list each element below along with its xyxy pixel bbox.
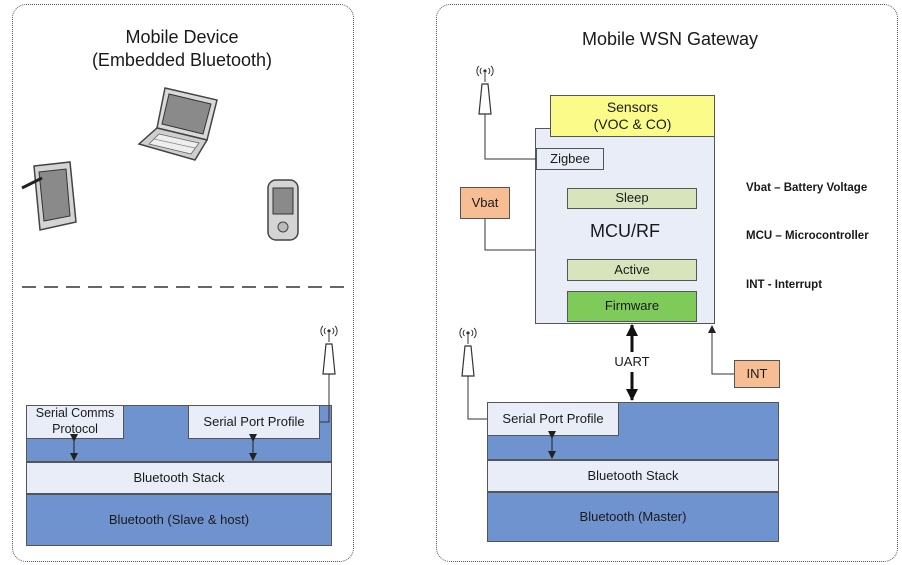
uart-label: UART [604, 354, 660, 369]
legend-mcu: MCU – Microcontroller [746, 230, 869, 243]
mobile-device-title-line2: (Embedded Bluetooth) [91, 49, 273, 70]
right-bluetooth-stack-box: Bluetooth Stack [487, 460, 779, 492]
zigbee-box: Zigbee [536, 148, 604, 170]
mcu-rf-label: MCU/RF [590, 221, 660, 241]
sensors-box: Sensors (VOC & CO) [550, 95, 715, 137]
left-antenna-wire [320, 374, 330, 423]
right-serial-port-profile-box: Serial Port Profile [487, 402, 619, 436]
wsn-gateway-title: Mobile WSN Gateway [581, 29, 759, 49]
tablet-icon [21, 161, 77, 231]
vbat-box: Vbat [460, 187, 510, 219]
left-bluetooth-box: Bluetooth (Slave & host) [26, 494, 332, 546]
int-wire [708, 325, 734, 375]
divider-line [22, 286, 344, 288]
abbreviation-legend: Vbat – Battery Voltage MCU – Microcontro… [746, 148, 869, 309]
sleep-box: Sleep [567, 188, 697, 209]
bluetooth-antenna-wire [467, 376, 487, 420]
pda-icon [267, 179, 299, 241]
vbat-wire [484, 219, 535, 251]
zigbee-antenna-icon [476, 65, 494, 115]
bluetooth-antenna-icon [459, 327, 477, 377]
zigbee-antenna-wire [484, 114, 536, 160]
mobile-device-title: Mobile Device (Embedded Bluetooth) [12, 26, 352, 71]
legend-vbat: Vbat – Battery Voltage [746, 182, 868, 195]
right-bluetooth-box: Bluetooth (Master) [487, 492, 779, 542]
legend-int: INT - Interrupt [746, 278, 823, 291]
left-bluetooth-stack-box: Bluetooth Stack [26, 462, 332, 494]
firmware-box: Firmware [567, 291, 697, 322]
mobile-device-title-line1: Mobile Device [125, 27, 239, 47]
mobile-device-panel [12, 4, 354, 562]
serial-comms-protocol-box: Serial Comms Protocol [26, 405, 124, 439]
left-serial-port-profile-box: Serial Port Profile [188, 405, 320, 439]
wsn-gateway-panel [436, 4, 898, 562]
antenna-icon [320, 325, 338, 375]
int-box: INT [734, 360, 780, 388]
laptop-icon [137, 87, 218, 161]
active-box: Active [567, 259, 697, 281]
